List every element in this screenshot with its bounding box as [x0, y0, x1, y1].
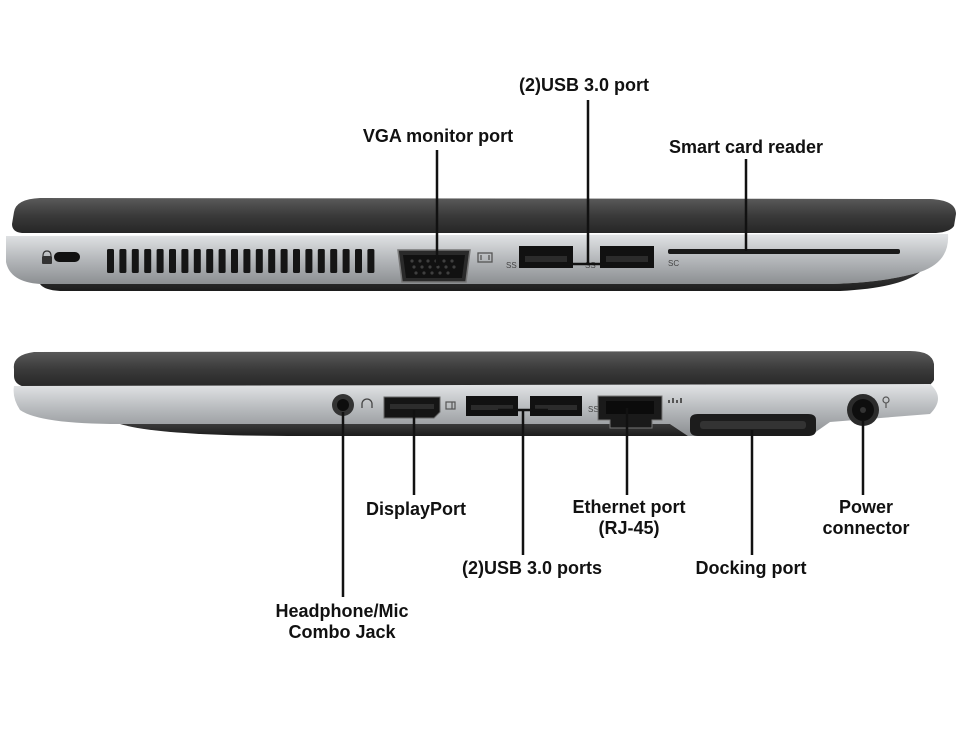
vent-slot [317, 249, 325, 273]
label-headphone-line1: Headphone/Mic [275, 601, 409, 621]
label-ethernet: Ethernet port (RJ-45) [553, 497, 705, 539]
label-ethernet-line2: (RJ-45) [598, 518, 660, 538]
displayport-icon [445, 401, 456, 410]
label-power-line1: Power [838, 497, 894, 517]
chassis-top [6, 234, 949, 284]
headphone-jack [332, 394, 354, 416]
vent-slot [144, 249, 152, 273]
vent-slot [305, 249, 313, 273]
smart-card-marking: SC [668, 259, 679, 268]
base-top [40, 272, 920, 291]
vent-slot [119, 249, 127, 273]
leader-lines [341, 100, 865, 597]
vent-slot [280, 249, 288, 273]
vent-slot [330, 249, 338, 273]
docking-port [690, 414, 816, 436]
vent-slot [231, 249, 238, 273]
vent-slot [107, 249, 114, 273]
laptop-right-side: SS [13, 351, 939, 436]
vent-slot [169, 249, 176, 273]
network-icon [668, 398, 682, 403]
label-docking: Docking port [695, 558, 807, 578]
lid-top [12, 198, 956, 233]
usb-bottom-ss: SS [588, 405, 599, 414]
vent-slot [243, 249, 251, 273]
label-headphone: Headphone/Mic Combo Jack [250, 601, 434, 643]
vga-icon [477, 252, 493, 263]
vent-slot [131, 249, 139, 273]
power-connector-port [847, 394, 879, 426]
label-ethernet-line1: Ethernet port [572, 497, 686, 517]
label-power: Power connector [806, 497, 926, 539]
label-usb-bottom: (2)USB 3.0 ports [461, 558, 603, 578]
vent-slot [342, 249, 350, 273]
usb-ports-top [519, 246, 654, 268]
lid-bottom [13, 351, 935, 388]
power-icon [882, 396, 890, 408]
headphone-icon [361, 398, 373, 408]
usb-top-ss-left: SS [506, 261, 517, 270]
vent-slot [193, 249, 201, 273]
vent-slot [268, 249, 276, 273]
vent-slot [367, 249, 375, 273]
ethernet-port [597, 395, 663, 429]
vent-slot [156, 249, 164, 273]
smart-card-slot [668, 249, 900, 254]
vent-slot [206, 249, 214, 273]
displayport-port [383, 396, 441, 419]
vent-slot [181, 249, 189, 273]
label-power-line2: connector [822, 518, 910, 538]
vent-slot [255, 249, 263, 273]
label-vga: VGA monitor port [362, 126, 514, 146]
laptop-left-side: SS SS SC [6, 198, 956, 291]
vent-grille [107, 249, 375, 273]
vent-slot [218, 249, 226, 273]
vent-slot [293, 249, 300, 273]
base-bottom [120, 424, 688, 436]
usb-top-ss-right: SS [585, 261, 596, 270]
vent-slot [355, 249, 362, 273]
label-smart-card: Smart card reader [668, 137, 824, 157]
lock-slot [42, 250, 80, 264]
vga-port [397, 249, 471, 283]
label-headphone-line2: Combo Jack [288, 622, 396, 642]
label-displayport: DisplayPort [365, 499, 467, 519]
label-usb-top: (2)USB 3.0 port [518, 75, 650, 95]
